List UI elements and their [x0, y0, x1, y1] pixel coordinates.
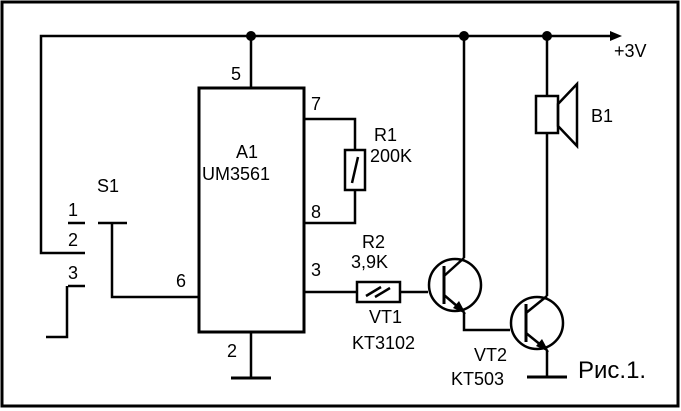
- vt1-ref: VT1: [369, 307, 402, 327]
- r1-value: 200K: [370, 146, 412, 166]
- s1-pos2-label: 2: [68, 230, 78, 250]
- ic-a1: A1 UM3561 5 7 8 3 6 2: [176, 36, 321, 380]
- pin-7-label: 7: [311, 94, 321, 114]
- vt1-emitter-arrow-icon: [453, 301, 466, 314]
- vt2-body: [509, 295, 565, 351]
- s1-pos3-label: 3: [68, 263, 78, 283]
- switch-s1: S1 1 2 3: [46, 176, 199, 339]
- speaker-cone-icon: [556, 80, 579, 150]
- supply-rail: +3V: [39, 31, 647, 255]
- transistor-vt1: VT1 KT3102: [352, 36, 510, 353]
- figure-caption: Рис.1.: [578, 357, 646, 384]
- s1-ref: S1: [97, 176, 119, 196]
- pin-6-label: 6: [176, 271, 186, 291]
- pin-2-label: 2: [227, 341, 237, 361]
- ic-body: [197, 86, 306, 334]
- speaker-b1: B1: [534, 36, 613, 296]
- vt2-ref: VT2: [474, 345, 507, 365]
- supply-arrow-icon: [610, 31, 622, 41]
- pin-8-label: 8: [311, 202, 321, 222]
- b1-ref: B1: [591, 106, 613, 126]
- s1-pos1-label: 1: [68, 200, 78, 220]
- ic-model: UM3561: [202, 164, 270, 184]
- pin-3-label: 3: [311, 260, 321, 280]
- pin-5-label: 5: [231, 64, 241, 84]
- resistor-r2: R2 3,9K: [304, 232, 428, 304]
- ic-ref: A1: [236, 142, 258, 162]
- vt2-emitter-arrow-icon: [536, 339, 549, 352]
- supply-label: +3V: [614, 41, 647, 61]
- vt1-model: KT3102: [352, 333, 415, 353]
- r1-ref: R1: [374, 125, 397, 145]
- r2-body: [355, 280, 402, 304]
- transistor-vt2: VT2 KT503: [451, 295, 567, 389]
- vt1-body: [427, 257, 483, 313]
- r1-body: [343, 148, 367, 192]
- vt2-model: KT503: [451, 369, 504, 389]
- speaker-icon: [534, 94, 560, 135]
- r2-ref: R2: [362, 232, 385, 252]
- r2-value: 3,9K: [351, 252, 388, 272]
- resistor-r1: R1 200K: [304, 117, 412, 225]
